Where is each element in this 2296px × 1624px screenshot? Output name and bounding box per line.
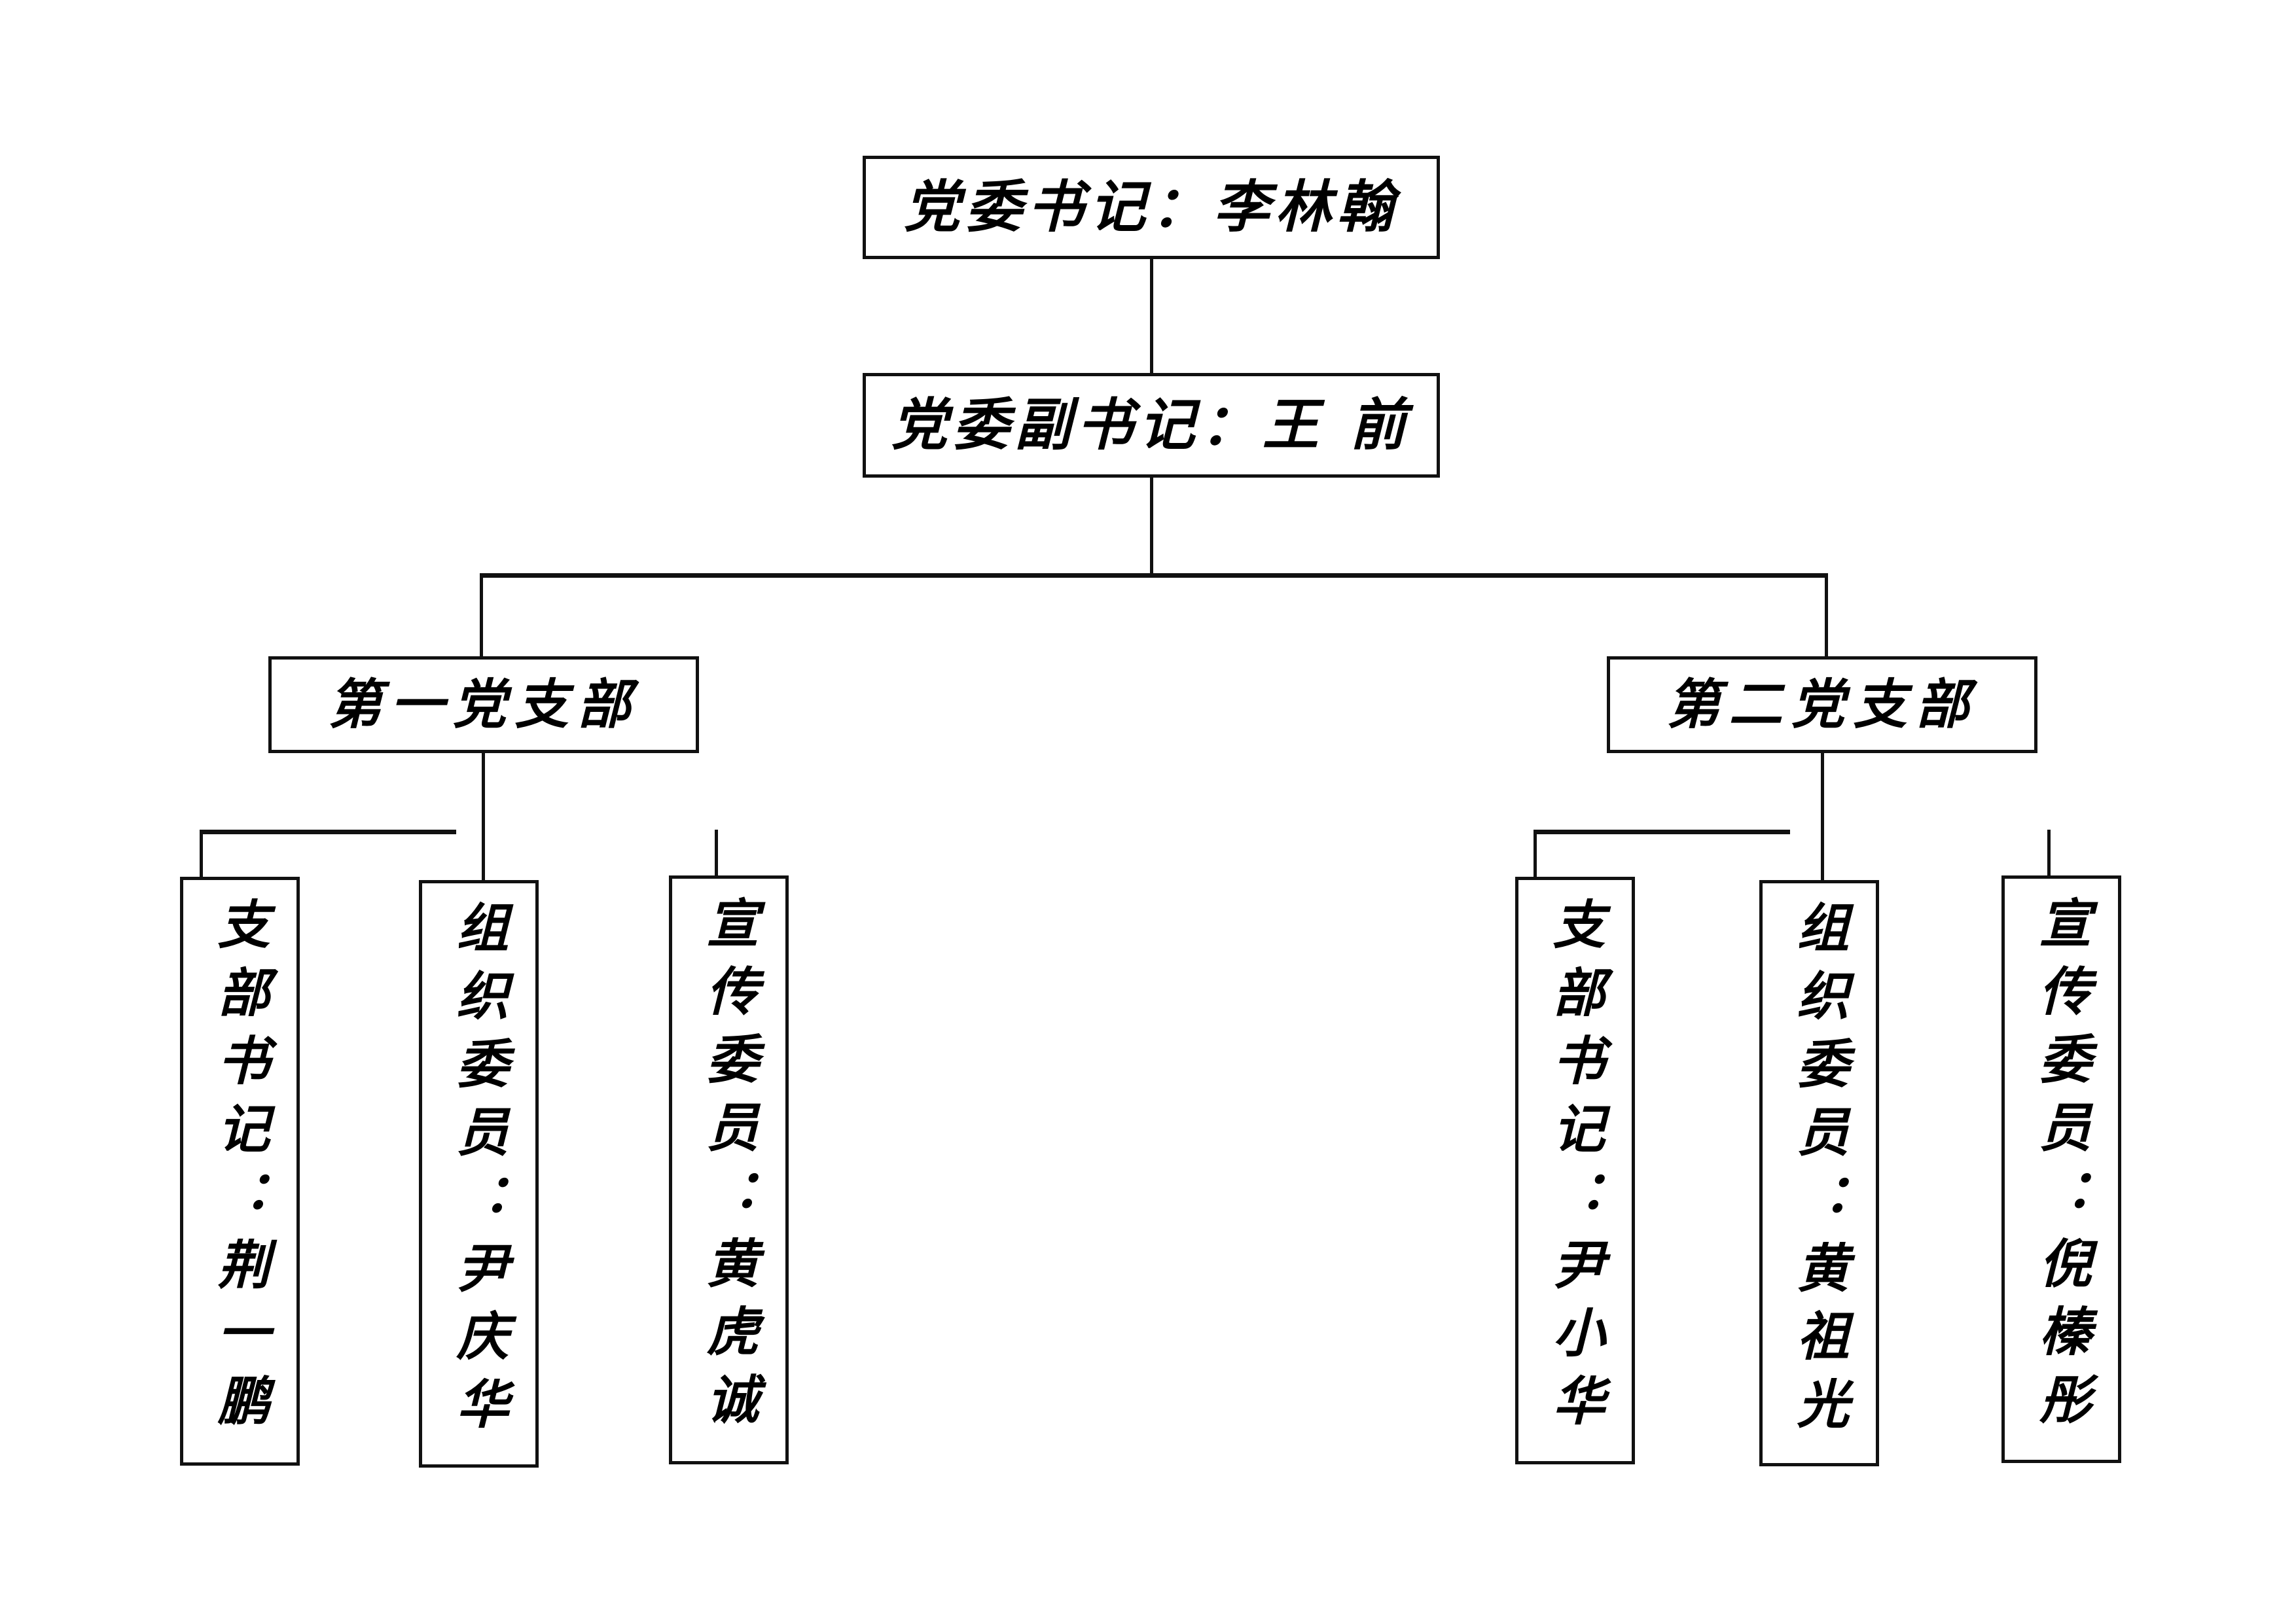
node-deputy-secretary-label: 党委副书记：王 前 xyxy=(891,391,1412,458)
node-party-secretary-label: 党委书记：李林翰 xyxy=(903,173,1399,240)
node-branch2-member-3-label: 宣传委员：倪榛彤 xyxy=(2030,896,2092,1440)
connector-branch2-stem xyxy=(1821,753,1824,833)
node-branch-2[interactable]: 第二党支部 xyxy=(1607,656,2037,753)
node-branch2-member-3[interactable]: 宣传委员：倪榛彤 xyxy=(2001,875,2121,1463)
connector-branch2-to-member1 xyxy=(1534,830,1537,879)
connector-branch1-to-member2 xyxy=(482,830,485,882)
connector-branch2-to-member2 xyxy=(1821,830,1824,882)
connector-bus-to-branch1 xyxy=(480,573,483,658)
node-branch1-member-2[interactable]: 组织委员：尹庆华 xyxy=(419,880,539,1468)
node-branch1-member-1-label: 支部书记：荆一鹏 xyxy=(209,897,271,1441)
node-branch1-member-1[interactable]: 支部书记：荆一鹏 xyxy=(180,877,300,1466)
connector-branch2-bus xyxy=(1534,830,1790,834)
node-branch2-member-2-label: 组织委员：黄祖光 xyxy=(1788,900,1850,1445)
connector-branch-bus xyxy=(480,573,1828,578)
node-branch1-member-2-label: 组织委员：尹庆华 xyxy=(448,900,510,1445)
connector-secretary-to-deputy xyxy=(1150,259,1153,374)
node-branch-1-label: 第一党支部 xyxy=(328,673,639,736)
node-deputy-secretary[interactable]: 党委副书记：王 前 xyxy=(863,373,1440,478)
connector-branch1-to-member3 xyxy=(715,830,718,877)
connector-deputy-stem xyxy=(1150,478,1153,577)
connector-branch1-bus xyxy=(200,830,456,834)
connector-branch2-to-member3 xyxy=(2047,830,2051,877)
node-branch-1[interactable]: 第一党支部 xyxy=(268,656,699,753)
node-branch-2-label: 第二党支部 xyxy=(1666,673,1978,736)
node-branch1-member-3[interactable]: 宣传委员：黄虎诚 xyxy=(669,875,789,1464)
connector-branch1-to-member1 xyxy=(200,830,203,879)
node-branch1-member-3-label: 宣传委员：黄虎诚 xyxy=(698,896,760,1440)
node-party-secretary[interactable]: 党委书记：李林翰 xyxy=(863,156,1440,259)
node-branch2-member-2[interactable]: 组织委员：黄祖光 xyxy=(1759,880,1879,1466)
connector-branch1-stem xyxy=(482,753,485,833)
node-branch2-member-1-label: 支部书记：尹小华 xyxy=(1544,897,1606,1441)
connector-bus-to-branch2 xyxy=(1825,573,1828,658)
node-branch2-member-1[interactable]: 支部书记：尹小华 xyxy=(1515,877,1635,1464)
